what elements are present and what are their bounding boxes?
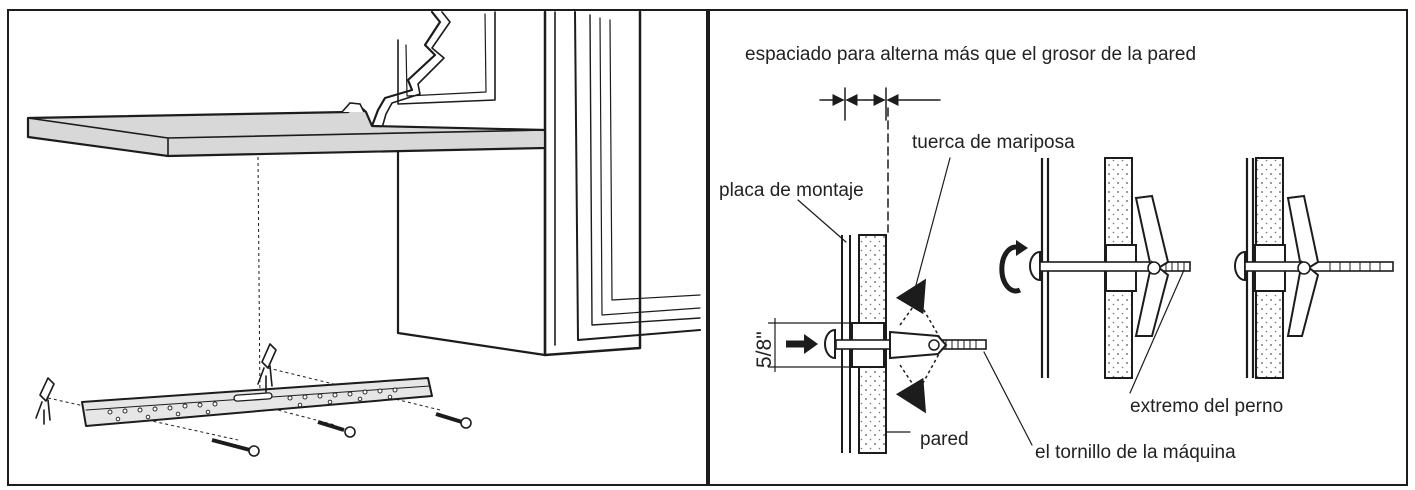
toggle-bolt-right bbox=[257, 343, 277, 393]
label-mounting-plate: placa de montaje bbox=[719, 180, 864, 201]
screw-3 bbox=[435, 412, 472, 429]
spacing-dimension bbox=[819, 87, 941, 233]
assembly-tighten bbox=[999, 157, 1191, 379]
screw-1 bbox=[211, 438, 260, 457]
upper-cabinet bbox=[370, 10, 701, 357]
label-wall: pared bbox=[920, 429, 969, 450]
label-dimension: 5/8" bbox=[753, 331, 776, 368]
screw-2 bbox=[317, 420, 356, 438]
assembly-final bbox=[1234, 157, 1394, 379]
label-machine-screw: el tornillo de la máquina bbox=[1035, 442, 1236, 463]
label-spacing: espaciado para alterna más que el grosor… bbox=[745, 44, 1196, 65]
label-bolt-end: extremo del perno bbox=[1130, 396, 1283, 417]
left-panel-frame bbox=[7, 9, 708, 486]
mounting-plate-illustration bbox=[81, 377, 433, 427]
leader-lines bbox=[797, 157, 1185, 446]
microwave-body bbox=[26, 102, 547, 357]
right-panel-frame bbox=[708, 9, 1408, 486]
assembly-insert bbox=[768, 234, 987, 454]
toggle-bolt-left bbox=[35, 377, 55, 425]
label-wing-nut: tuerca de mariposa bbox=[912, 132, 1075, 153]
